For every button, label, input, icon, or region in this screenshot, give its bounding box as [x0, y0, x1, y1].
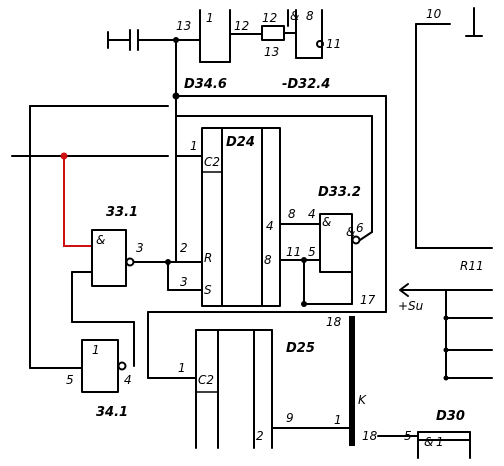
pin-label: 12: [262, 11, 277, 25]
pin-label: 4: [266, 219, 274, 233]
pin-label: 12: [234, 19, 249, 33]
pin-label: S: [204, 283, 212, 297]
pin-label: 11: [326, 37, 341, 51]
top-right-chip: [415, 7, 493, 249]
pin-label: 18: [362, 429, 378, 443]
pin-label: 9: [286, 411, 294, 425]
chip-label-33-1: 33.1: [106, 205, 138, 220]
pin-label: 13: [176, 19, 191, 33]
gate-symbol: &: [96, 233, 105, 247]
chip-label-34-1: 34.1: [96, 405, 128, 420]
chip-label-d25: D25: [286, 341, 315, 356]
pin-label: 8: [306, 9, 314, 23]
pin-label: 3: [136, 241, 144, 255]
chip-label-d30: D30: [436, 409, 465, 424]
pin-label: 4: [308, 207, 316, 221]
resistor-ladder: [443, 289, 493, 381]
junction-dot: [301, 257, 307, 263]
pin-label: 1: [178, 361, 186, 375]
pin-label: 18: [326, 315, 342, 329]
bus-label: K: [358, 393, 367, 407]
pin-label: 2: [256, 429, 264, 443]
pin-label: 17: [360, 293, 376, 307]
pin-label: 11: [286, 245, 301, 259]
pin-label: 10: [426, 7, 442, 21]
gate-symbol: 1: [92, 343, 100, 357]
pin-label: 8: [264, 253, 272, 267]
chip-label-d34-6: D34.6: [184, 77, 227, 92]
pin-label: 5: [404, 429, 412, 443]
pin-label: 6: [356, 221, 364, 235]
gate-symbol: &: [322, 215, 331, 229]
pin-label: C2: [204, 155, 220, 169]
gate-symbol: &: [290, 9, 299, 23]
chip-d24: [201, 127, 281, 307]
gate-symbol: &: [424, 435, 433, 449]
pin-label: 4: [124, 373, 132, 387]
resistor: [261, 25, 297, 41]
top-gate-a: [175, 9, 231, 63]
pin-label: 13: [264, 45, 279, 59]
pin-label: R11: [460, 259, 484, 273]
gate-symbol: &: [346, 225, 355, 239]
chip-label-d32-4: -D32.4: [282, 77, 330, 92]
highlighted-wire: [63, 156, 92, 247]
chip-label-d33-2: D33.2: [318, 185, 361, 200]
wire: [359, 231, 373, 241]
supply-arrow: [399, 283, 447, 297]
chip-d30: [377, 431, 471, 459]
gate-number: 1: [436, 435, 444, 449]
capacitor: [107, 29, 177, 51]
chip-label-d24: D24: [226, 135, 255, 150]
pin-label: C2: [198, 373, 214, 387]
top-gate-b: [287, 9, 324, 59]
gate-symbol: 1: [206, 11, 214, 25]
pin-label: 1: [190, 139, 198, 153]
pin-label: 5: [308, 245, 316, 259]
pin-label: R: [204, 251, 212, 265]
pin-label: 3: [180, 275, 188, 289]
pin-label: 5: [66, 373, 74, 387]
supply-label: +Su: [398, 299, 424, 313]
pin-label: 1: [334, 413, 342, 427]
gate-34-1: [81, 339, 127, 393]
pin-label: 8: [288, 207, 296, 221]
pin-label: 2: [180, 241, 188, 255]
